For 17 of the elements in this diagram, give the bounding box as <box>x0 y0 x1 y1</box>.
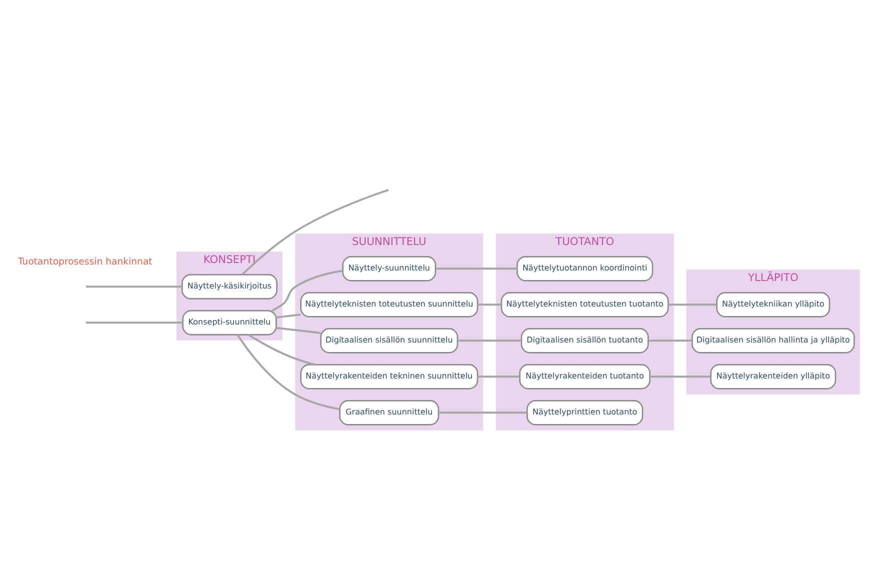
connector <box>477 376 520 378</box>
connector <box>271 270 342 312</box>
connector <box>648 340 692 342</box>
connector <box>276 326 320 334</box>
connector <box>85 322 182 324</box>
connector <box>649 376 710 378</box>
connector <box>247 334 315 366</box>
connector <box>241 189 388 276</box>
connector <box>435 268 517 270</box>
connector <box>438 412 527 414</box>
label: Tuotantoprosessin hankinnat <box>17 256 152 268</box>
connector <box>457 340 521 342</box>
connector <box>236 334 340 410</box>
connector <box>668 304 716 306</box>
connector <box>276 314 300 318</box>
connector <box>85 286 182 288</box>
connector <box>477 304 501 306</box>
